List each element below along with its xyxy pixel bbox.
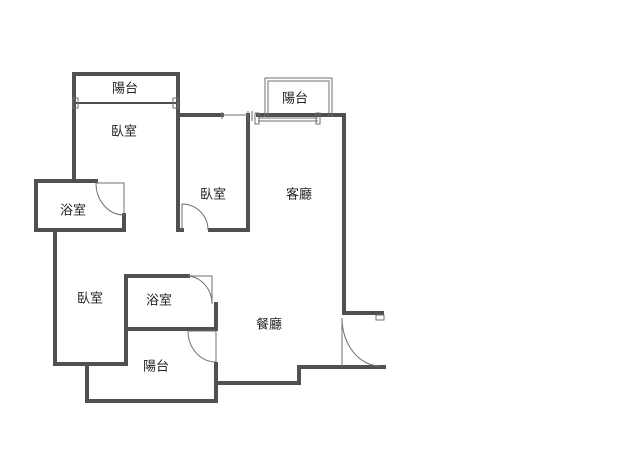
balcony-top-right-outer: [264, 77, 333, 117]
label-balcony-top-right: 陽台: [282, 92, 308, 107]
walls: [34, 72, 386, 403]
balcony-top-right-outline: [258, 77, 333, 122]
balcony-top-right-sill: [258, 117, 318, 122]
door-entrance-jamb: [375, 314, 385, 321]
wall-bathroom-center: [124, 274, 218, 366]
wall-living-right: [256, 113, 384, 315]
door-entrance: [341, 317, 381, 367]
label-bathroom-center: 浴室: [146, 293, 172, 309]
label-bedroom-bottom-left: 臥室: [77, 291, 103, 307]
door-bathroom-center: [187, 275, 213, 305]
balcony-top-right-inner: [267, 80, 330, 116]
label-balcony-top-left: 陽台: [112, 82, 138, 97]
label-living-room: 客廳: [286, 187, 312, 203]
label-bedroom-middle: 臥室: [200, 187, 226, 203]
window-right-jamb: [254, 112, 321, 125]
door-balcony-bottom: [187, 330, 217, 363]
wall-balcony-bottom: [85, 362, 218, 403]
window-top-left-jamb-left: [72, 97, 79, 109]
room-labels: 陽台 臥室 浴室 臥室 陽台 客廳 臥室 浴室 餐廳 陽台: [60, 82, 312, 375]
window-middle-jamb: [221, 111, 253, 121]
label-bathroom-left: 浴室: [60, 203, 86, 219]
label-balcony-bottom: 陽台: [143, 360, 169, 375]
doors: [72, 97, 385, 367]
window-top-left-jamb-right: [172, 97, 179, 109]
door-bathroom-left: [95, 182, 125, 216]
wall-bathroom-left: [34, 179, 126, 232]
wall-top-left-bedroom: [72, 72, 180, 232]
wall-dining-bottom: [214, 365, 386, 385]
wall-bedroom-middle: [176, 113, 250, 232]
label-dining-room: 餐廳: [256, 317, 282, 333]
door-bedroom-middle: [181, 203, 209, 231]
label-bedroom-top-left: 臥室: [111, 124, 137, 140]
